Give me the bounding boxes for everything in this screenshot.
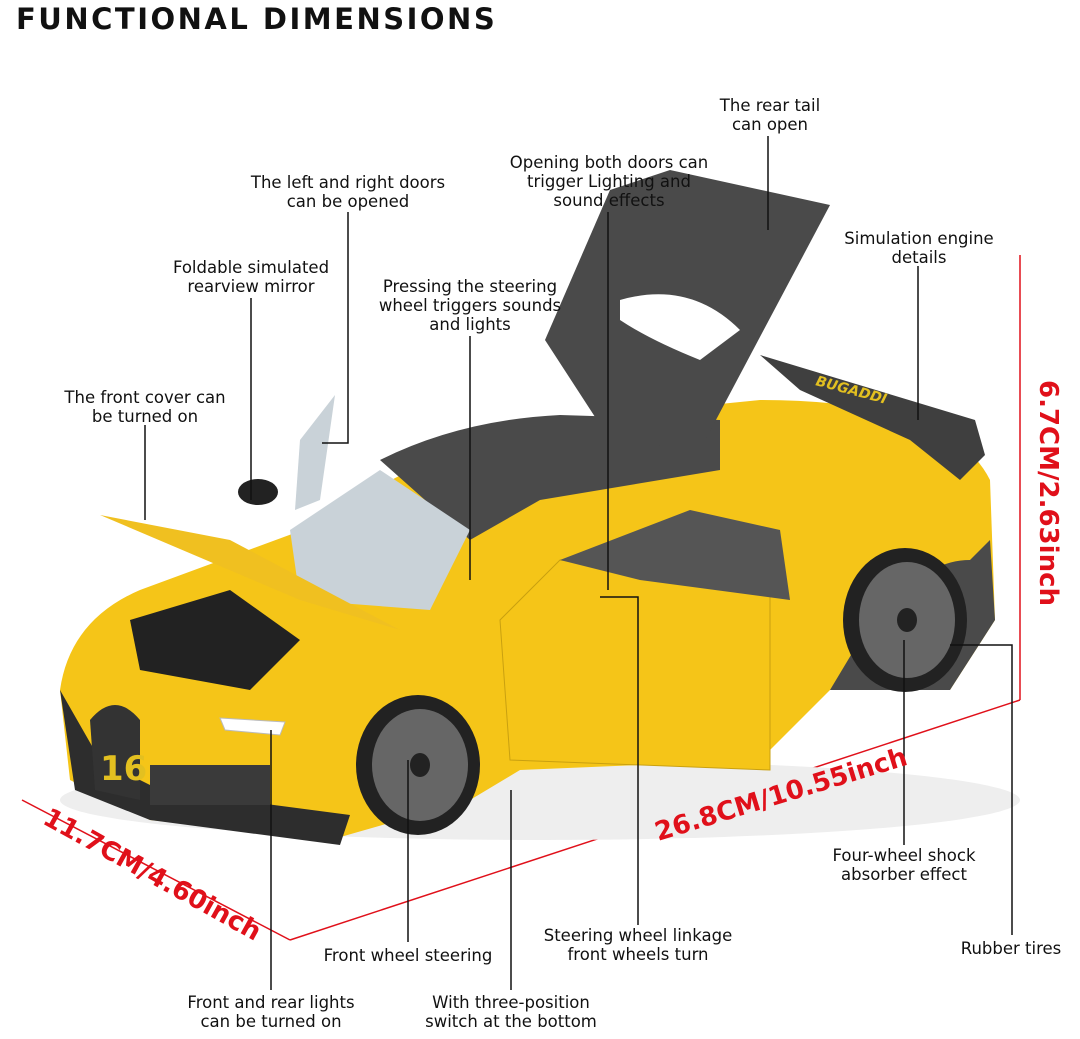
label-tires: Rubber tires: [960, 939, 1062, 958]
page-title: FUNCTIONAL DIMENSIONS: [16, 2, 498, 36]
rear-wheel: [843, 548, 967, 692]
leader-lines: [144, 136, 1013, 990]
height-dimension: 6.7CM/2.63inch: [1033, 379, 1064, 607]
label-front-steering: Front wheel steering: [323, 946, 493, 965]
front-wheel: [356, 695, 480, 835]
car-body: 16 BUGADDI: [60, 170, 1020, 845]
car-number: 16: [100, 749, 147, 789]
